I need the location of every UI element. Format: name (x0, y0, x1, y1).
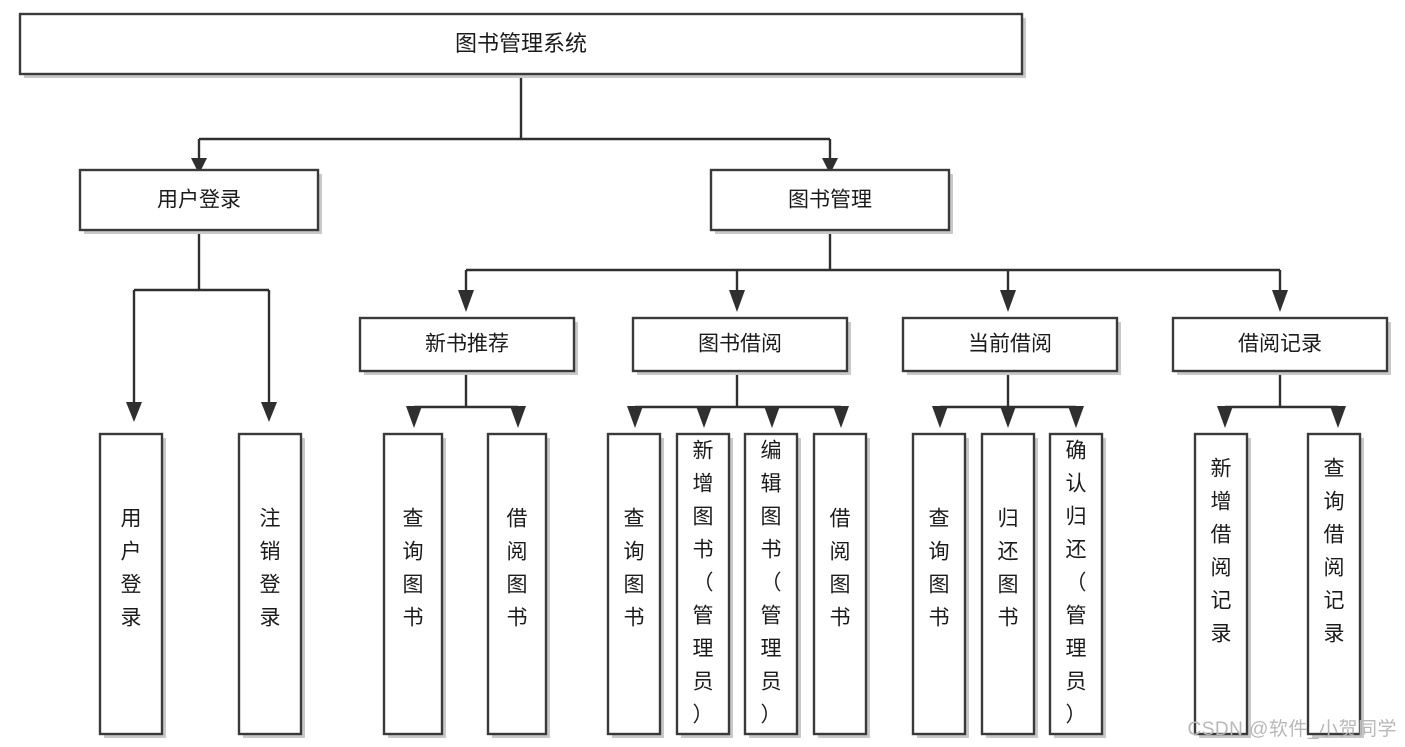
node-book-borrow[interactable]: 图书借阅 (631, 316, 851, 375)
leaf-label: 查询借阅记录 (1324, 458, 1345, 646)
leaf-book-borrow-3[interactable]: 编辑图书（管理员） (743, 432, 801, 738)
arrow-book-borrow-leaf-2 (696, 406, 712, 428)
leaf-label: 借阅图书 (507, 508, 528, 630)
leaf-box[interactable] (606, 432, 662, 736)
arrow-user-login-leaf-1 (126, 402, 142, 422)
node-user-login[interactable]: 用户登录 (78, 168, 322, 234)
leaf-box[interactable] (812, 432, 868, 736)
root-box[interactable] (18, 12, 1024, 76)
leaf-label: 确认归还（管理员） (1066, 440, 1087, 727)
leaf-box[interactable] (486, 432, 548, 736)
arrow-user-login-leaf-2 (261, 402, 277, 422)
new-book-label: 新书推荐 (425, 333, 509, 356)
borrow-record-label: 借阅记录 (1238, 333, 1322, 356)
book-borrow-box[interactable] (631, 316, 849, 373)
arrow-to-book-borrow (729, 290, 745, 312)
arrow-new-book-leaf-2 (510, 406, 526, 428)
arrow-to-current-borrow (1000, 290, 1016, 312)
leaf-label: 新增图书（管理员） (693, 440, 714, 727)
leaf-new-book-1[interactable]: 查询图书 (382, 432, 446, 738)
arrow-current-borrow-leaf-1 (932, 406, 948, 428)
arrow-book-borrow-leaf-4 (833, 406, 849, 428)
arrow-borrow-record-leaf-1 (1217, 406, 1233, 428)
arrow-book-borrow-leaf-3 (764, 406, 780, 428)
new-book-box[interactable] (358, 316, 576, 373)
leaf-box[interactable] (237, 432, 303, 736)
leaf-current-borrow-2[interactable]: 归还图书 (980, 432, 1038, 738)
arrow-borrow-record-leaf-2 (1330, 406, 1346, 428)
leaf-book-borrow-4[interactable]: 借阅图书 (812, 432, 870, 738)
arrow-new-book-leaf-1 (406, 406, 422, 428)
arrow-current-borrow-leaf-2 (1000, 406, 1016, 428)
leaf-borrow-record-1[interactable]: 新增借阅记录 (1193, 432, 1251, 738)
leaf-label: 归还图书 (998, 508, 1019, 630)
arrow-current-borrow-leaf-3 (1068, 406, 1084, 428)
node-new-book[interactable]: 新书推荐 (358, 316, 578, 375)
leaf-box[interactable] (382, 432, 444, 736)
leaf-label: 编辑图书（管理员） (761, 440, 782, 727)
book-manage-label: 图书管理 (788, 189, 872, 212)
user-login-box[interactable] (78, 168, 320, 232)
leaf-box[interactable] (675, 432, 731, 736)
leaf-label: 查询图书 (624, 508, 645, 630)
leaf-current-borrow-1[interactable]: 查询图书 (911, 432, 969, 738)
arrow-root-to-book-manage (822, 158, 838, 174)
root-label: 图书管理系统 (455, 31, 587, 56)
leaf-box[interactable] (1306, 432, 1362, 736)
arrow-to-new-book (458, 290, 474, 312)
arrow-book-borrow-leaf-1 (627, 406, 643, 428)
leaf-box[interactable] (98, 432, 164, 736)
leaf-label: 查询图书 (929, 508, 950, 630)
leaf-book-borrow-2[interactable]: 新增图书（管理员） (675, 432, 733, 738)
leaf-label: 用户登录 (121, 508, 142, 630)
leaf-current-borrow-3[interactable]: 确认归还（管理员） (1048, 432, 1106, 738)
book-borrow-label: 图书借阅 (698, 333, 782, 356)
leaf-label: 查询图书 (403, 508, 424, 630)
leaf-new-book-2[interactable]: 借阅图书 (486, 432, 550, 738)
connector-layer (126, 76, 1346, 428)
leaf-user-login-1[interactable]: 用户登录 (98, 432, 166, 738)
leaf-borrow-record-2[interactable]: 查询借阅记录 (1306, 432, 1364, 738)
leaf-user-login-2[interactable]: 注销登录 (237, 432, 305, 738)
leaf-label: 新增借阅记录 (1211, 458, 1232, 646)
current-borrow-box[interactable] (901, 316, 1119, 373)
arrow-root-to-user-login (191, 158, 207, 174)
node-current-borrow[interactable]: 当前借阅 (901, 316, 1121, 375)
arrow-to-borrow-record (1272, 290, 1288, 312)
user-login-label: 用户登录 (157, 189, 241, 212)
current-borrow-label: 当前借阅 (968, 333, 1052, 356)
csdn-watermark: CSDN @软件_小贺同学 (1187, 719, 1397, 740)
leaf-label: 注销登录 (260, 508, 281, 630)
leaf-book-borrow-1[interactable]: 查询图书 (606, 432, 664, 738)
leaf-box[interactable] (980, 432, 1036, 736)
node-borrow-record[interactable]: 借阅记录 (1171, 316, 1391, 375)
borrow-record-box[interactable] (1171, 316, 1389, 373)
node-root[interactable]: 图书管理系统 (18, 12, 1026, 78)
leaf-box[interactable] (743, 432, 799, 736)
leaf-box[interactable] (911, 432, 967, 736)
leaf-box[interactable] (1048, 432, 1104, 736)
book-manage-box[interactable] (709, 168, 951, 232)
leaf-box[interactable] (1193, 432, 1249, 736)
node-book-manage[interactable]: 图书管理 (709, 168, 953, 234)
leaf-label: 借阅图书 (830, 508, 851, 630)
